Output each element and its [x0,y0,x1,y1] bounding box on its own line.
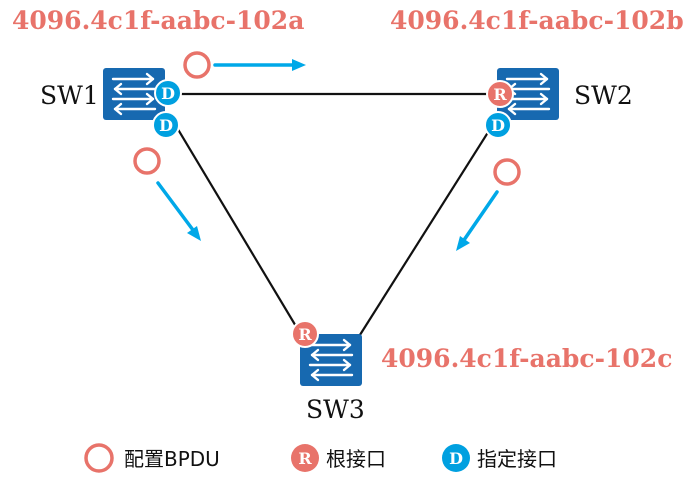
legend-designated-port-label: 指定接口 [477,447,557,471]
bpdu-icon-sw1-to-sw2 [183,51,211,79]
link-sw1-sw3 [175,125,304,339]
legend-designated-port-letter: D [449,449,463,468]
port-sw1-to-sw2: D [154,79,182,107]
port-sw1-to-sw2-letter: D [161,84,175,103]
legend-designated-port-icon [442,444,470,472]
sw3-bridge-id: 4096.4c1f-aabc-102c [381,344,672,373]
links [166,92,500,339]
port-sw2-to-sw3-letter: D [491,116,505,135]
sw2-bridge-id: 4096.4c1f-aabc-102b [390,6,684,35]
arrow-sw2-to-sw3-icon [456,190,499,251]
legend-bpdu-label: 配置BPDU [124,447,220,471]
port-sw3-to-sw1: R [291,320,319,348]
bpdu-icon-sw2-to-sw3 [493,158,521,186]
sw1-label: SW1 [40,81,99,110]
port-sw1-to-sw3-letter: D [159,116,173,135]
sw1-bridge-id: 4096.4c1f-aabc-102a [12,6,304,35]
arrow-sw1-to-sw3-icon [156,181,201,241]
sw2-label: SW2 [574,81,633,110]
link-sw2-sw3 [357,125,493,339]
legend: 配置BPDU R 根接口 D 指定接口 [84,443,557,473]
sw3-label: SW3 [306,395,365,424]
port-sw3-to-sw1-letter: R [298,325,312,344]
legend-root-port-icon [291,444,319,472]
legend-root-port-label: 根接口 [326,447,386,471]
arrow-sw1-to-sw2-icon [213,59,306,71]
port-sw2-to-sw3: D [484,111,512,139]
legend-bpdu-icon [84,443,114,473]
port-sw2-to-sw1: R [486,80,514,108]
legend-root-port-letter: R [298,449,312,468]
port-sw2-to-sw1-letter: R [493,85,507,104]
port-sw1-to-sw3: D [152,111,180,139]
bpdu-icon-sw1-to-sw3 [133,147,161,175]
